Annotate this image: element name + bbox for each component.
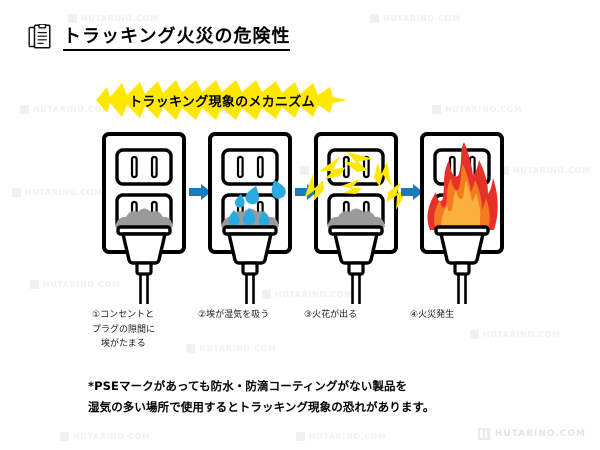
page-title: トラッキング火災の危険性 (63, 26, 291, 52)
watermark-text: HUTARINO.COM (383, 14, 461, 23)
arrow-icon-1 (189, 184, 211, 200)
flames (427, 142, 498, 230)
watermark-tile: HUTARINO.COM (370, 14, 461, 23)
watermark-text: HUTARINO.COM (445, 105, 523, 114)
watermark-icon (20, 105, 29, 114)
watermark-text: HUTARINO.COM (81, 14, 159, 23)
watermark-logo-icon (477, 428, 490, 440)
starburst-shape (96, 80, 348, 120)
watermark-tile: HUTARINO.COM (68, 14, 159, 23)
diagram-step-4 (420, 132, 504, 306)
watermark-tile: HUTARINO.COM (186, 344, 277, 353)
watermark-icon (60, 432, 69, 441)
step-caption-4: ④火災発生 (410, 310, 455, 320)
watermark-text: HUTARINO.COM (483, 330, 561, 339)
watermark-tile: HUTARINO.COM (296, 432, 387, 441)
watermark-icon (370, 14, 379, 23)
step-caption-3: ③火花が出る (304, 310, 358, 320)
mechanism-banner: トラッキング現象のメカニズム (96, 80, 348, 120)
watermark-text: HUTARINO.COM (494, 429, 586, 439)
warning-note: *PSEマークがあっても防水・防滴コーティングがない製品を 湿気の多い場所で使用… (88, 376, 548, 419)
watermark-text: HUTARINO.COM (73, 432, 151, 441)
diagram-step-3 (296, 132, 415, 306)
footer-watermark: HUTARINO.COM (477, 428, 586, 440)
watermark-tile: HUTARINO.COM (60, 432, 151, 441)
step-caption-1: ①コンセントと プラグの隙間に 埃がたまる (92, 310, 156, 350)
warning-note-line-1: *PSEマークがあっても防水・防滴コーティングがない製品を (88, 379, 408, 393)
warning-note-line-2: 湿気の多い場所で使用するとトラッキング現象の恐れがあります。 (88, 400, 435, 415)
clipboard-icon (28, 23, 52, 54)
diagram-step-1 (102, 132, 186, 306)
page-header: トラッキング火災の危険性 (28, 23, 291, 54)
arrow-icon-3 (401, 184, 423, 200)
tracking-fire-diagram (0, 132, 600, 307)
diagram-step-2 (208, 132, 292, 306)
step-caption-2: ②埃が湿気を吸う (198, 310, 270, 320)
watermark-icon (470, 330, 479, 339)
watermark-icon (296, 432, 305, 441)
watermark-text: HUTARINO.COM (309, 432, 387, 441)
watermark-text: HUTARINO.COM (199, 344, 277, 353)
banner-label: トラッキング現象のメカニズム (129, 94, 315, 110)
watermark-tile: HUTARINO.COM (470, 330, 561, 339)
watermark-icon (68, 14, 77, 23)
watermark-icon (432, 105, 441, 114)
watermark-tile: HUTARINO.COM (432, 105, 523, 114)
